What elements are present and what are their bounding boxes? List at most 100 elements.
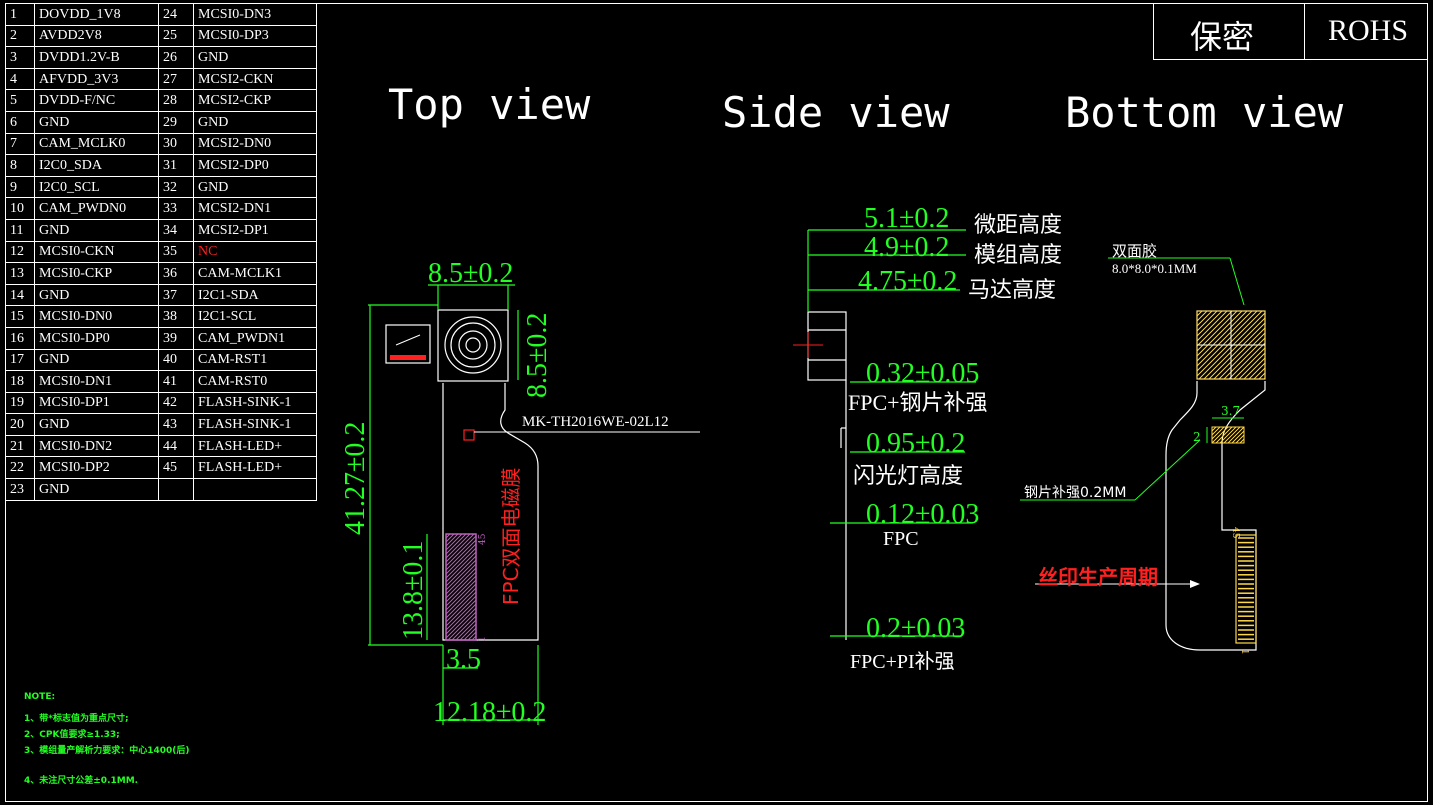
title-confidential: 保密	[1190, 18, 1255, 56]
hatch-line	[455, 619, 477, 641]
pin-signal: FLASH-SINK-1	[193, 391, 317, 415]
pin-signal: CAM_MCLK0	[34, 132, 159, 156]
label-fpc-pi: FPC+PI补强	[850, 651, 955, 673]
bottom-view-title: Bottom view	[1065, 88, 1344, 137]
pin-signal: MCSI0-DP0	[34, 326, 159, 350]
hatch-line	[1253, 367, 1266, 380]
hatch-line	[1196, 310, 1233, 347]
hatch-line	[445, 533, 475, 563]
dim-fpc-steel: 0.32±0.05	[866, 358, 980, 389]
pin-number: 19	[5, 391, 35, 415]
hatch-line	[445, 555, 477, 587]
hatch-line	[1211, 426, 1225, 440]
pin-signal: GND	[34, 218, 159, 242]
hatch-line	[447, 611, 477, 641]
label-module-height: 模组高度	[974, 243, 1063, 268]
hatch-line	[1218, 332, 1266, 380]
hatch-line	[445, 603, 477, 635]
hatch-line	[445, 559, 477, 591]
pin-signal: MCSI2-DN1	[193, 197, 317, 220]
hatch-line	[445, 587, 477, 619]
pin-number: 23	[5, 478, 35, 501]
hatch-line	[445, 583, 477, 615]
hatch-line	[1239, 438, 1245, 444]
pin-number: 31	[158, 154, 194, 177]
hatch-line	[1196, 310, 1213, 327]
dim-module-height: 4.9±0.2	[864, 232, 950, 263]
pin-number: 33	[158, 197, 194, 220]
dim-connector-width: 3.5	[446, 644, 481, 675]
hatch-line	[1196, 310, 1203, 317]
hatch-line	[1227, 426, 1245, 444]
pin-signal: I2C0_SCL	[34, 175, 159, 199]
hatch-line	[445, 533, 467, 555]
hatch-line	[1219, 426, 1237, 444]
pin-signal: GND	[193, 110, 317, 134]
pin-signal: MCSI2-CKN	[193, 67, 317, 91]
pin-signal	[193, 478, 317, 501]
pin-signal: AFVDD_3V3	[34, 67, 159, 91]
hatch-line	[1196, 310, 1228, 342]
note-4: 4、未注尺寸公差±0.1MM.	[24, 776, 139, 786]
hatch-line	[445, 533, 471, 559]
hatch-line	[1213, 327, 1266, 380]
pin-number: 11	[5, 218, 35, 242]
fpc-film-label: FPC双面电磁膜	[499, 467, 523, 605]
hatch-line	[1196, 310, 1253, 367]
pin-number: 39	[158, 326, 194, 350]
hatch-line	[445, 607, 477, 639]
pin-signal: GND	[34, 413, 159, 436]
hatch-line	[1258, 372, 1266, 380]
pin-signal: FLASH-LED+	[193, 456, 317, 480]
pin-signal: CAM_PWDN0	[34, 197, 159, 220]
hatch-line	[1248, 362, 1266, 380]
hatch-line	[1203, 317, 1266, 380]
hatch-line	[1208, 322, 1266, 380]
hatch-line	[1196, 310, 1258, 372]
hatch-line	[1196, 310, 1208, 322]
dim-top-width: 8.5±0.2	[428, 258, 514, 289]
dim-fpc: 0.12±0.03	[866, 499, 980, 530]
dim-motor-height: 4.75±0.2	[858, 266, 958, 297]
top-pin1: 1	[478, 636, 488, 642]
hatch-line	[1196, 310, 1243, 357]
side-view-title: Side view	[722, 88, 950, 137]
label-fpc-steel: FPC+钢片补强	[848, 390, 988, 415]
dim-flash-height: 0.95±0.2	[866, 428, 966, 459]
hatch-line	[445, 535, 477, 567]
hatch-line	[451, 615, 477, 641]
label-print-date: 丝印生产周期	[1038, 565, 1158, 589]
dim-macro-height: 5.1±0.2	[864, 203, 950, 234]
hatch-line	[459, 623, 477, 641]
hatch-line	[445, 563, 477, 595]
hatch-line	[1196, 310, 1223, 337]
note-title: NOTE:	[24, 692, 56, 702]
hatch-line	[445, 567, 477, 599]
label-motor-height: 马达高度	[968, 278, 1057, 303]
hatch-line	[445, 599, 477, 631]
pin-number: 21	[5, 434, 35, 458]
hatch-line	[1235, 434, 1245, 444]
hatch-line	[1231, 430, 1245, 444]
hatch-line	[445, 571, 477, 603]
dim-lens-height: 8.5±0.2	[522, 312, 553, 398]
hatch-line	[1196, 310, 1248, 362]
dim-fpc-pi: 0.2±0.03	[866, 613, 966, 644]
pin-number: 10	[5, 197, 35, 220]
pin-signal: MCSI0-CKP	[34, 262, 159, 285]
pin-signal: I2C0_SDA	[34, 154, 159, 177]
label-fpc: FPC	[883, 528, 919, 550]
hatch-line	[1196, 310, 1238, 352]
hatch-line	[445, 533, 459, 547]
hatch-line	[445, 591, 477, 623]
pin-signal: MCSI2-DP0	[193, 154, 317, 177]
hatch-line	[445, 533, 455, 543]
title-block	[1153, 3, 1428, 60]
